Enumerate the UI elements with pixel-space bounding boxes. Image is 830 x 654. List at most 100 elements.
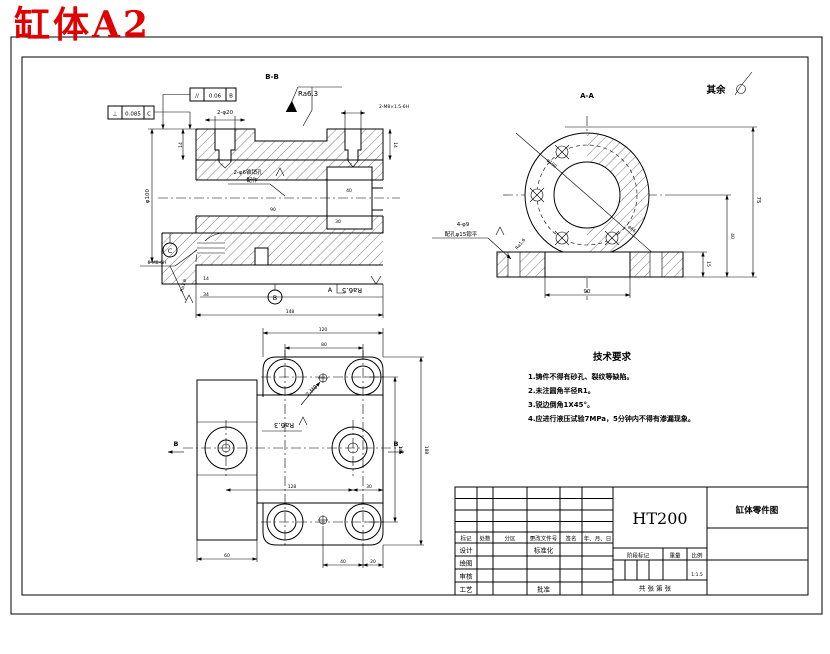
plan-pin-holes <box>318 373 328 525</box>
dim-thread: 2-M8×1.5-6H <box>379 104 409 110</box>
tb-col-mark: 标记 <box>460 535 472 543</box>
bolt-holes <box>529 144 620 246</box>
dim-base-34: 34 <box>203 292 209 298</box>
surface-finish-ra-top: Ra6.3 <box>285 86 342 127</box>
rest-finish-icon <box>736 84 746 94</box>
outer-border <box>10 36 823 615</box>
dim-bore-dia: φ66 <box>626 224 637 234</box>
tb-scale-label: 比例 <box>691 552 703 560</box>
gdt-perp-datum: C <box>147 112 151 118</box>
counterbore-label-2: 配孔φ15锪平 <box>445 230 478 238</box>
pin-hole-callout: 2-φ6锥销孔 配作 <box>228 167 286 197</box>
dim-bore-90: 90 <box>270 207 276 213</box>
dim-base-14: 14 <box>203 276 209 282</box>
gdt-parallel-tolerance: 0.06 <box>209 94 222 100</box>
gdt-perpendicularity-frame: ⊥ 0.085 C <box>107 105 192 130</box>
datum-c-letter: C <box>168 247 173 255</box>
tb-stage-label: 阶段标记 <box>627 552 650 560</box>
tech-req-item-1: 1.铸件不得有砂孔、裂纹等缺陷。 <box>528 372 634 381</box>
tb-col-date: 年、月、日 <box>584 535 612 543</box>
bb-dimensions: 2-φ20 2-M8×1.5-6H 14 14 φ100 40 90 30 14… <box>145 104 409 318</box>
dim-top-80: 80 <box>321 342 327 348</box>
tb-approve: 批准 <box>537 585 551 594</box>
dim-pocket-30: 30 <box>335 219 341 225</box>
dim-right-145: 145 <box>397 446 403 455</box>
datum-a-letter: A <box>328 286 333 294</box>
datum-b-letter: B <box>273 294 277 302</box>
counterbore-label-1: 4-φ9 <box>457 222 470 228</box>
plan-surface-finish: Ra6.3 <box>262 416 308 432</box>
tb-sheet: 共 张 第 张 <box>639 584 672 593</box>
dim-top-120: 120 <box>319 327 328 333</box>
section-arrow-left: B <box>167 440 184 454</box>
tapped-hole-label: 6-M8-6H <box>147 260 166 266</box>
gdt-parallelism-frame: // 0.06 B <box>161 87 237 130</box>
ra-left-value: Ra1.6 <box>179 278 188 292</box>
dim-phi100: φ100 <box>145 188 151 203</box>
tapped-hole-callout: 6-M8-6H <box>140 249 198 267</box>
tech-req-title: 技术要求 <box>593 351 632 363</box>
dim-bot-20: 20 <box>370 559 376 565</box>
dim-2phi20: 2-φ20 <box>217 110 234 116</box>
plan-ra-value: Ra6.3 <box>274 421 294 429</box>
tb-col-count: 处数 <box>479 535 491 543</box>
rest-surface-finish: 其余 <box>706 71 753 96</box>
tech-req-item-3: 3.锐边倒角1X45°。 <box>528 400 594 409</box>
datum-b-flag: B <box>267 284 283 305</box>
ra-bottom-value: Ra6.5 <box>342 286 362 294</box>
aa-base-flange <box>496 251 684 278</box>
plan-m8-callout: 2-M8 <box>300 381 321 406</box>
gdt-parallel-symbol: // <box>195 94 199 100</box>
tb-row-draw: 绘图 <box>460 559 473 568</box>
dim-bot-40: 40 <box>340 559 346 565</box>
dim-right-14: 14 <box>392 142 398 148</box>
rest-label: 其余 <box>706 84 726 96</box>
tb-row-design: 设计 <box>460 546 474 555</box>
dim-40: 40 <box>729 233 735 239</box>
datum-c-flag: C <box>162 232 178 258</box>
plan-view: Ra6.3 2-M8 B B 12 <box>167 327 429 568</box>
gdt-perp-tolerance: 0.085 <box>125 112 141 118</box>
inner-border <box>21 56 809 596</box>
dim-15: 15 <box>705 261 711 267</box>
plan-dimensions: 120 80 60 40 20 128 30 <box>196 327 429 568</box>
pin-hole-label-1: 2-φ6锥销孔 <box>233 168 263 176</box>
pin-hole-label-2: 配作 <box>246 176 258 184</box>
dim-left-14: 14 <box>178 142 184 148</box>
ra-small-value: Ra1.6 <box>514 237 527 251</box>
tech-req-item-4: 4.应进行液压试验7MPa，5分钟内不得有渗漏现象。 <box>528 414 695 423</box>
bb-view-label: B-B <box>265 73 279 81</box>
dim-left-60: 60 <box>224 553 230 559</box>
aa-view-label: A-A <box>580 92 594 100</box>
dim-90: 90 <box>584 289 591 295</box>
section-view-aa: A-A 其余 φ100 φ66 <box>432 71 761 300</box>
technical-requirements: 技术要求 1.铸件不得有砂孔、裂纹等缺陷。 2.未注圆角半径R1。 3.锐边倒角… <box>528 351 695 423</box>
section-letter-left: B <box>174 440 179 448</box>
drawing-title: 缸体A2 <box>14 4 151 46</box>
tb-row-process: 工艺 <box>460 586 474 594</box>
dim-pocket-40: 40 <box>346 188 352 194</box>
tb-scale-value: 1:1.5 <box>691 572 703 578</box>
tb-part-name: 缸体零件图 <box>735 505 779 516</box>
tb-row-check: 审核 <box>460 572 474 581</box>
surface-finish-ra-bottom: Ra6.5 A <box>328 275 382 294</box>
surface-finish-ra-left: Ra1.6 <box>169 265 194 304</box>
dim-75: 75 <box>755 197 761 204</box>
section-view-bb: B-B // 0.06 B ⊥ 0.085 C <box>107 73 409 318</box>
dim-right-188: 188 <box>423 446 429 455</box>
dim-mid-30: 30 <box>366 484 372 490</box>
tb-material: HT200 <box>632 509 687 528</box>
gdt-perp-symbol: ⊥ <box>113 112 118 118</box>
bb-part-body <box>158 128 400 298</box>
aa-dimensions: 75 40 15 90 <box>544 126 761 298</box>
ra-top-value: Ra6.3 <box>298 90 318 98</box>
tech-req-item-2: 2.未注圆角半径R1。 <box>528 386 595 395</box>
gdt-parallel-datum: B <box>229 94 233 100</box>
tb-col-sign: 签名 <box>565 535 576 543</box>
tb-col-docno: 更改文件号 <box>530 535 558 543</box>
tb-col-zone: 分区 <box>504 535 516 543</box>
dim-mid-128: 128 <box>288 484 297 490</box>
dim-width-148: 148 <box>286 309 295 315</box>
